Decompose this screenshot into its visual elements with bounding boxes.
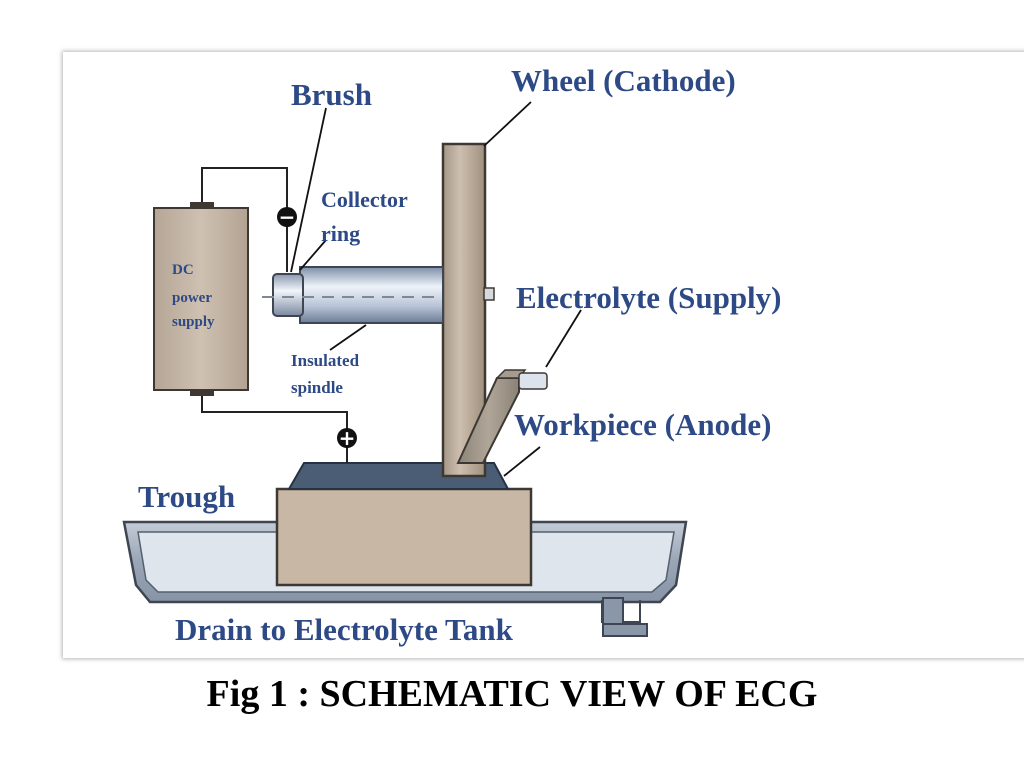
dc-supply-label-line3: supply xyxy=(172,314,215,330)
svg-text:+: + xyxy=(339,426,356,450)
collector-ring-label-line1: Collector xyxy=(321,187,408,212)
dc-supply-label-line2: power xyxy=(172,290,212,306)
spindle-assembly xyxy=(262,266,444,324)
base-block xyxy=(275,462,533,587)
minus-terminal-icon: − xyxy=(277,205,297,229)
insulated-spindle-label-line1: Insulated xyxy=(291,351,360,370)
workpiece-anode-label: Workpiece (Anode) xyxy=(514,407,771,442)
trough-label: Trough xyxy=(138,479,235,514)
dc-supply-label-line1: DC xyxy=(172,262,194,278)
insulated-spindle-label-line2: spindle xyxy=(291,378,343,397)
brush-label: Brush xyxy=(291,77,372,112)
plus-terminal-icon: + xyxy=(337,426,357,450)
wheel-cathode-label: Wheel (Cathode) xyxy=(511,63,736,98)
collector-ring-label-line2: ring xyxy=(321,221,360,246)
leader-lines xyxy=(290,101,582,477)
electrolyte-supply-label: Electrolyte (Supply) xyxy=(516,280,782,315)
figure-caption: Fig 1 : SCHEMATIC VIEW OF ECG xyxy=(206,673,818,715)
drain-label: Drain to Electrolyte Tank xyxy=(175,612,514,647)
svg-text:−: − xyxy=(279,205,296,229)
workpiece xyxy=(456,369,548,464)
dc-power-supply xyxy=(153,202,249,396)
